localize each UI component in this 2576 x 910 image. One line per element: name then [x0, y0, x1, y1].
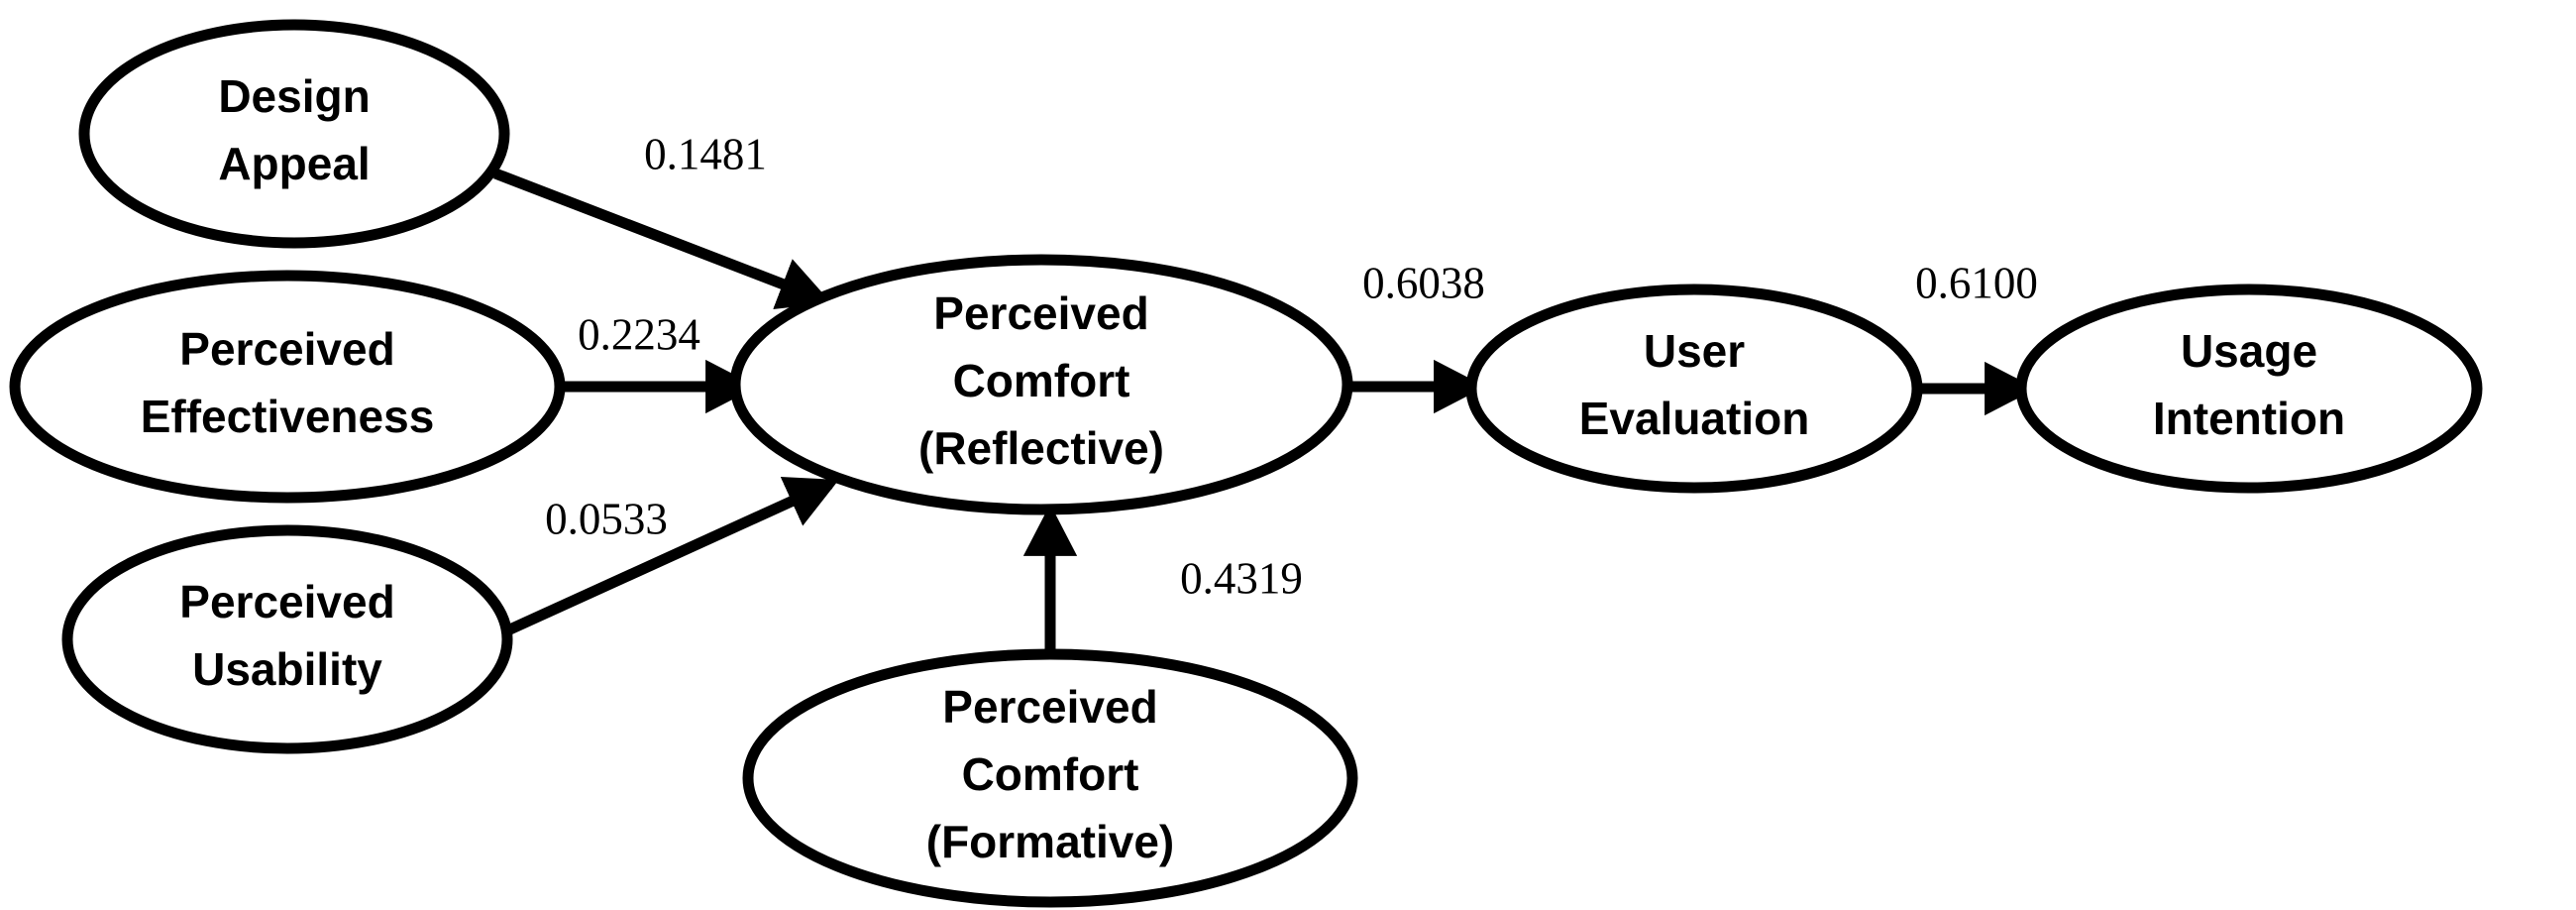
- edges-layer: [493, 168, 2037, 654]
- node-perceived-effectiveness-shape[interactable]: [9, 270, 566, 504]
- node-design-appeal-label-line1: Design: [218, 70, 370, 122]
- edge-label-usability-to-comfort: 0.0533: [545, 494, 668, 543]
- node-perceived-comfort-reflective-label-line2: Comfort: [953, 355, 1130, 406]
- node-usage-intention[interactable]: Usage Intention: [2015, 284, 2483, 494]
- node-perceived-effectiveness[interactable]: Perceived Effectiveness: [9, 270, 566, 504]
- edge-label-design-appeal-to-comfort: 0.1481: [644, 129, 767, 178]
- node-perceived-comfort-formative-label-line2: Comfort: [962, 748, 1139, 800]
- node-perceived-usability[interactable]: Perceived Usability: [61, 524, 513, 754]
- nodes-layer: Design Appeal Perceived Effectiveness Pe…: [9, 19, 2483, 908]
- node-design-appeal[interactable]: Design Appeal: [78, 19, 510, 249]
- node-usage-intention-label-line1: Usage: [2181, 325, 2317, 377]
- node-perceived-comfort-formative-shape[interactable]: [742, 648, 1358, 908]
- node-perceived-comfort-reflective-shape[interactable]: [729, 254, 1353, 515]
- node-usage-intention-shape[interactable]: [2015, 284, 2483, 494]
- node-design-appeal-label-line2: Appeal: [218, 138, 370, 189]
- node-perceived-comfort-reflective[interactable]: Perceived Comfort (Reflective): [729, 254, 1353, 515]
- node-perceived-effectiveness-label-line2: Effectiveness: [141, 391, 435, 442]
- node-perceived-usability-label-line1: Perceived: [179, 576, 394, 627]
- edge-label-effectiveness-to-comfort: 0.2234: [578, 309, 700, 359]
- node-perceived-comfort-formative-label-line1: Perceived: [942, 681, 1157, 733]
- node-user-evaluation-label-line2: Evaluation: [1579, 393, 1810, 444]
- edge-label-comfort-to-user-evaluation: 0.6038: [1362, 258, 1485, 307]
- node-perceived-comfort-formative[interactable]: Perceived Comfort (Formative): [742, 648, 1358, 908]
- edge-usability-to-comfort: [500, 477, 839, 638]
- node-design-appeal-shape[interactable]: [78, 19, 510, 249]
- edge-labels-layer: 0.1481 0.2234 0.0533 0.4319 0.6038 0.610…: [545, 129, 2038, 603]
- node-user-evaluation-shape[interactable]: [1465, 284, 1923, 494]
- node-perceived-comfort-reflective-label-line3: (Reflective): [918, 422, 1164, 474]
- edge-label-formative-to-reflective: 0.4319: [1180, 553, 1303, 603]
- edge-label-user-evaluation-to-usage-intention: 0.6100: [1915, 258, 2038, 307]
- node-perceived-effectiveness-label-line1: Perceived: [179, 323, 394, 375]
- node-perceived-usability-shape[interactable]: [61, 524, 513, 754]
- node-user-evaluation-label-line1: User: [1644, 325, 1745, 377]
- node-user-evaluation[interactable]: User Evaluation: [1465, 284, 1923, 494]
- node-perceived-comfort-reflective-label-line1: Perceived: [933, 287, 1148, 339]
- edge-design-appeal-to-comfort: [493, 168, 831, 309]
- node-usage-intention-label-line2: Intention: [2153, 393, 2345, 444]
- node-perceived-comfort-formative-label-line3: (Formative): [926, 816, 1174, 867]
- node-perceived-usability-label-line2: Usability: [192, 643, 382, 695]
